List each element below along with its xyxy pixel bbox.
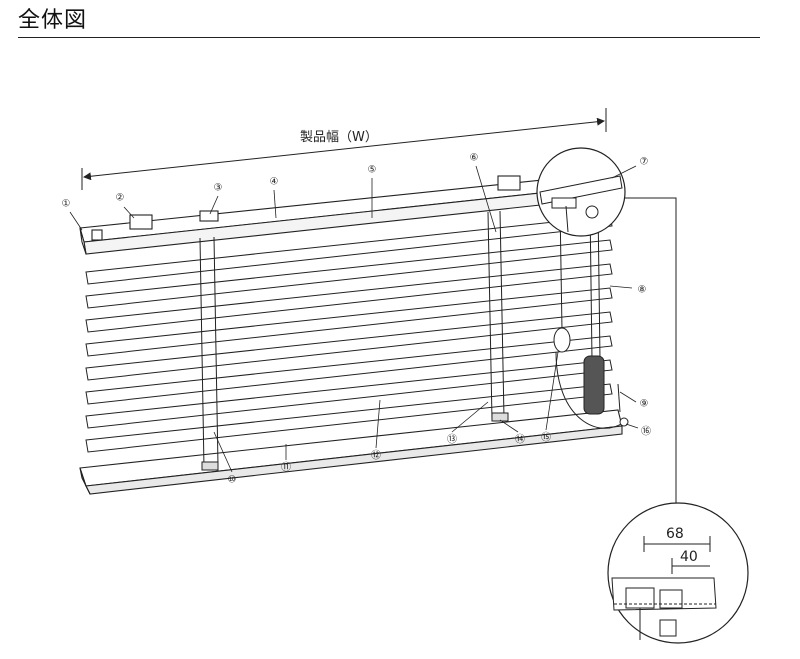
detail-rail	[611, 577, 717, 640]
callout-leaders	[69, 165, 639, 473]
detail-dim-40: 40	[680, 549, 698, 565]
cord-equalizer-left	[201, 461, 219, 471]
callout-6: ⑥	[470, 153, 479, 164]
svg-text:⑭: ⑭	[515, 434, 525, 446]
svg-text:⑫: ⑫	[371, 450, 381, 462]
width-label: 製品幅（W）	[300, 130, 378, 145]
svg-text:⑯: ⑯	[641, 426, 651, 438]
wand-hook	[617, 383, 621, 413]
callout-8: ⑧	[638, 285, 647, 296]
svg-text:⑥: ⑥	[470, 153, 479, 164]
svg-text:⑪: ⑪	[281, 462, 291, 474]
width-dimension	[81, 108, 607, 190]
detail-dim-68: 68	[666, 526, 684, 542]
callout-9: ⑨	[640, 399, 649, 410]
detail-circle	[607, 502, 749, 644]
slats	[85, 215, 613, 453]
callout-12: ⑫	[371, 450, 381, 462]
callout-2: ②	[116, 193, 125, 204]
callout-16: ⑯	[641, 426, 651, 438]
ladder-cords	[199, 210, 505, 469]
title-underline	[18, 37, 760, 38]
detail-dimensions	[643, 536, 711, 574]
svg-text:⑤: ⑤	[368, 165, 377, 176]
callout-1: ①	[62, 199, 71, 210]
svg-text:⑮: ⑮	[541, 432, 551, 444]
svg-text:③: ③	[214, 183, 223, 194]
callout-13: ⑬	[447, 434, 457, 446]
svg-text:⑧: ⑧	[638, 285, 647, 296]
svg-text:⑩: ⑩	[228, 475, 237, 486]
callout-3: ③	[214, 183, 223, 194]
head-rail	[79, 171, 625, 255]
page-title: 全体図	[18, 8, 88, 33]
callout-7: ⑦	[640, 157, 649, 168]
callout-4: ④	[270, 177, 279, 188]
callout-11: ⑪	[281, 462, 291, 474]
svg-text:⑬: ⑬	[447, 434, 457, 446]
svg-text:⑦: ⑦	[640, 157, 649, 168]
callout-14: ⑭	[515, 434, 525, 446]
leader-line	[625, 197, 677, 505]
callout-5: ⑤	[368, 165, 377, 176]
svg-text:⑨: ⑨	[640, 399, 649, 410]
svg-text:①: ①	[62, 199, 71, 210]
operating-wand	[583, 204, 605, 415]
callout-15: ⑮	[541, 432, 551, 444]
pull-cord	[553, 205, 629, 429]
callout-10: ⑩	[228, 475, 237, 486]
svg-text:④: ④	[270, 177, 279, 188]
cord-equalizer-right	[491, 412, 509, 422]
svg-text:②: ②	[116, 193, 125, 204]
zoom-top-content	[539, 175, 623, 233]
